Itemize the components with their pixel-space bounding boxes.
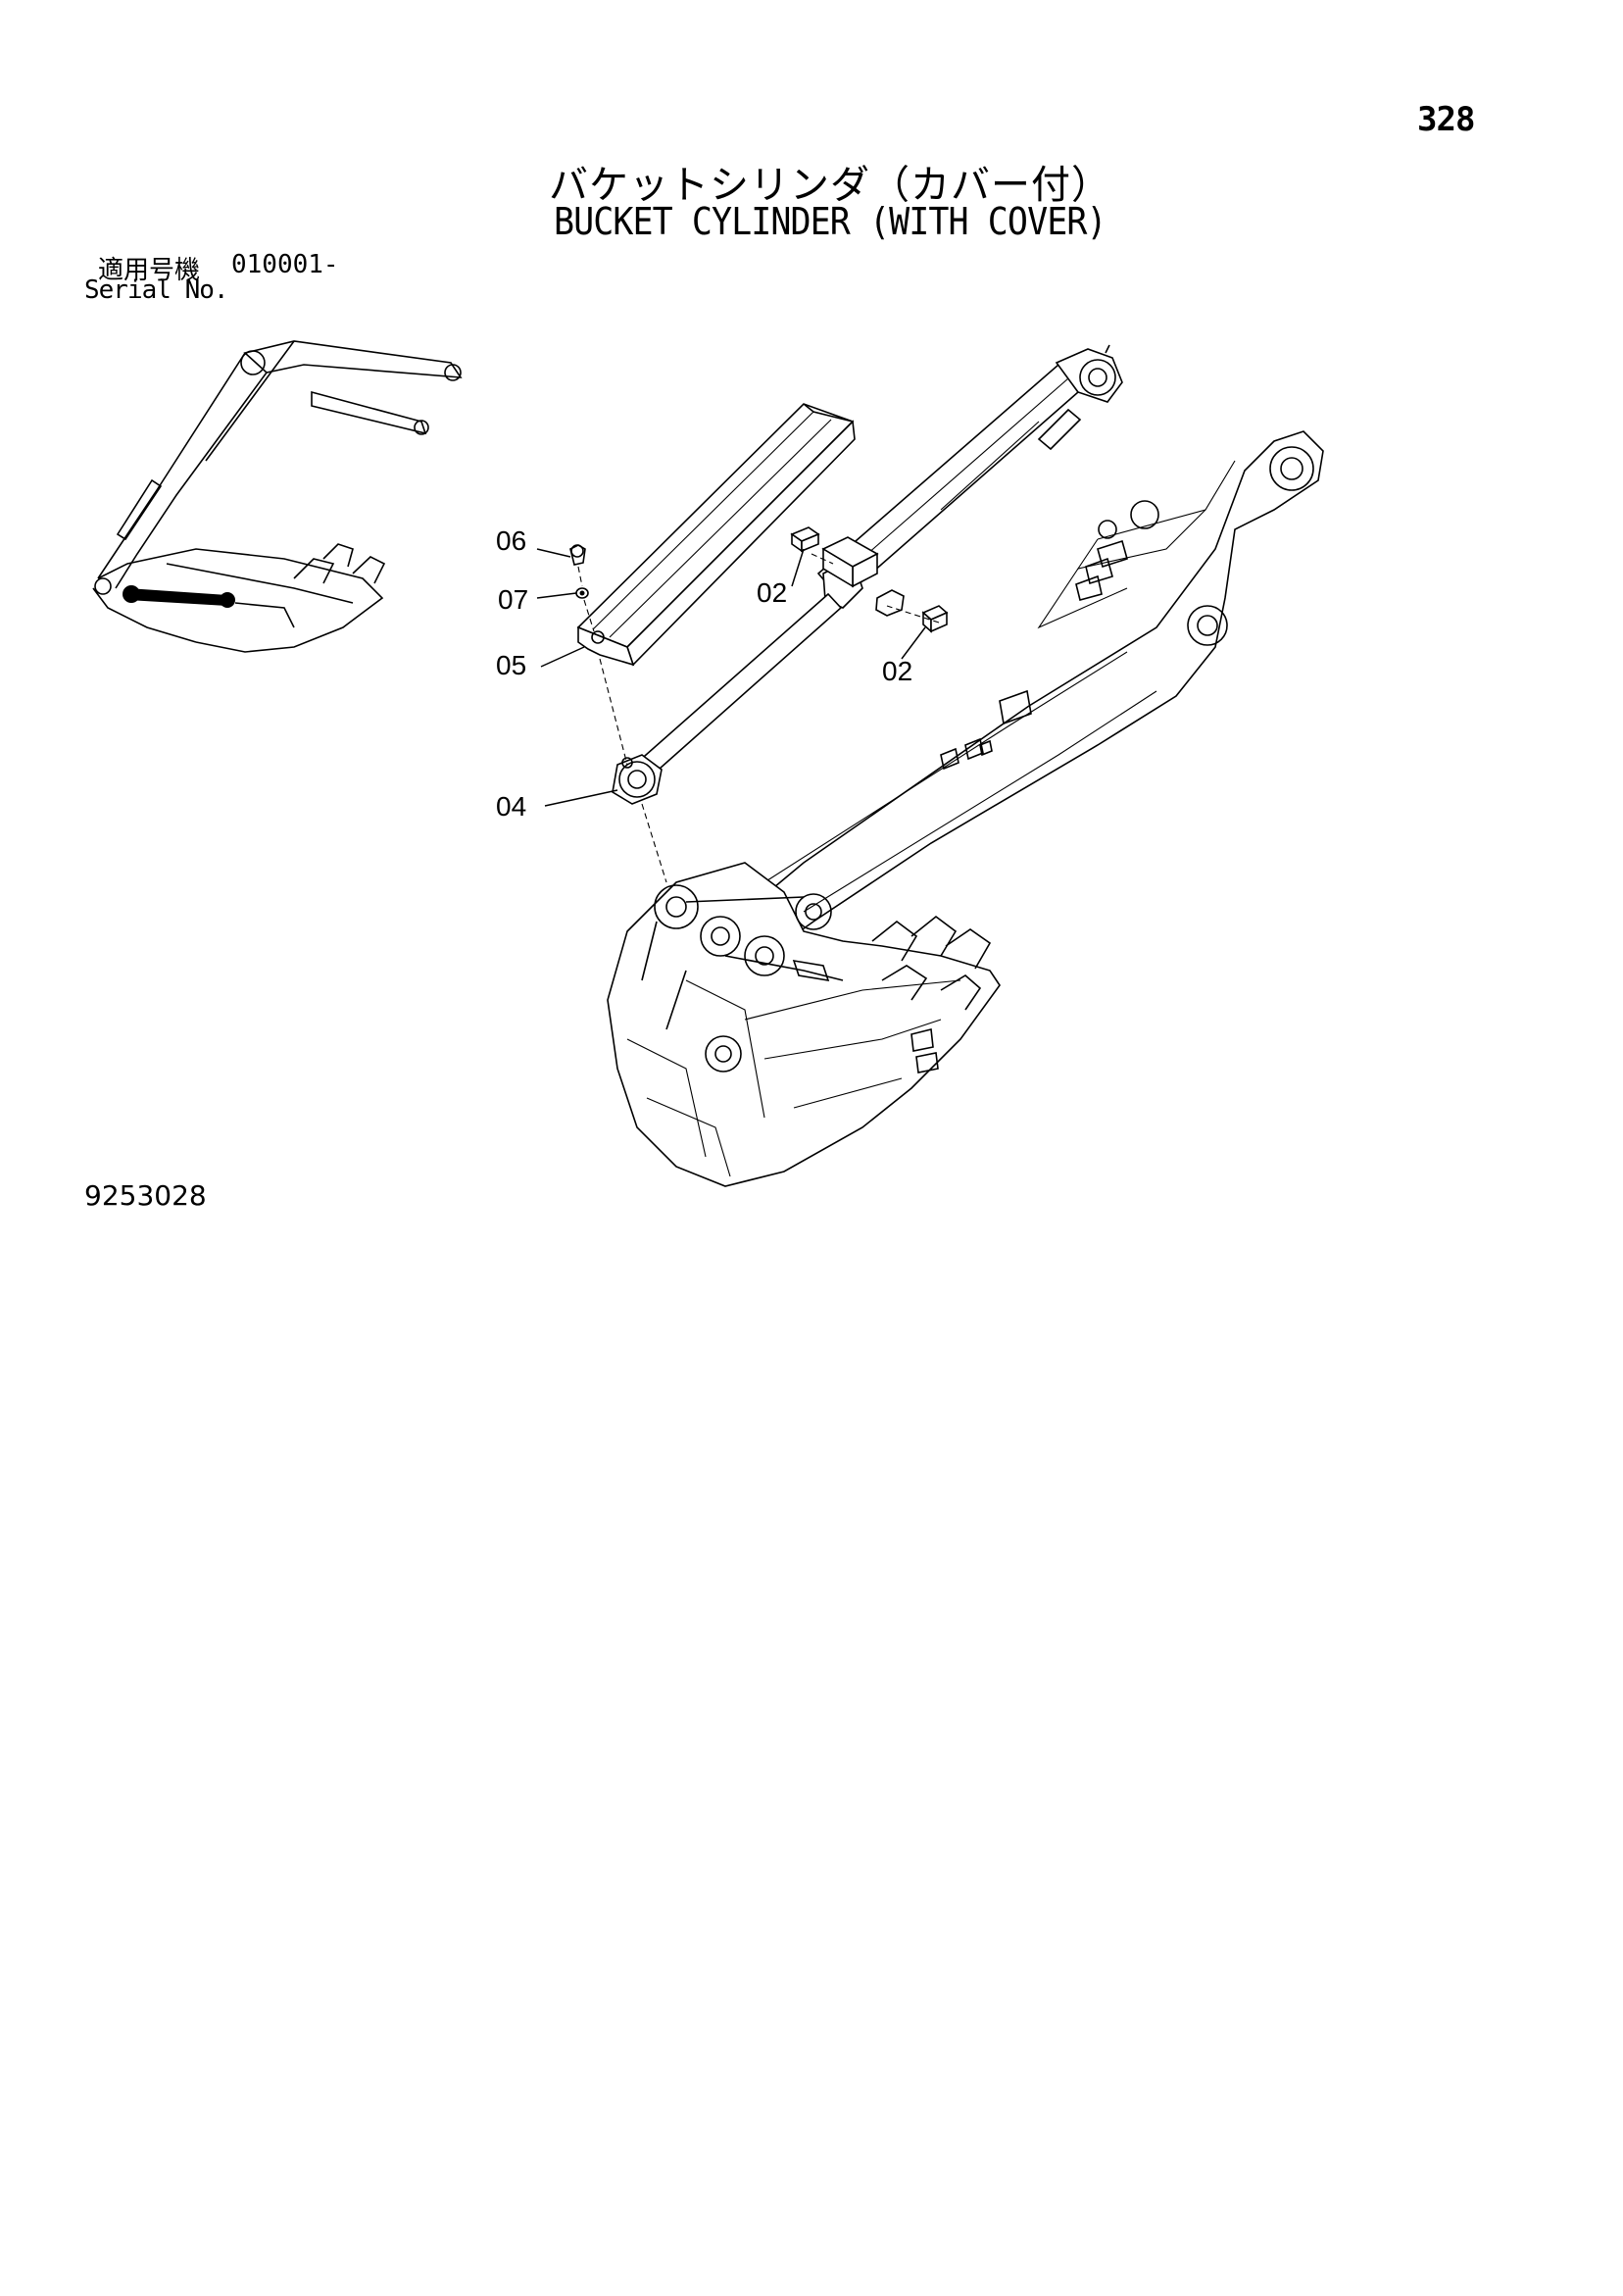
callout-02-lower: 02: [882, 656, 912, 686]
bolt-and-washer-drawing: [569, 544, 589, 599]
bucket-cylinder-drawing: [612, 344, 1123, 805]
serial-number: 010001-: [231, 250, 339, 279]
drawing-number: 9253028: [84, 1179, 207, 1212]
cylinder-cover-drawing: [576, 403, 856, 667]
leader-lines: [536, 548, 926, 807]
callout-04: 04: [496, 791, 526, 822]
page-number: 328: [1417, 100, 1475, 139]
serial-label-english: Serial No.: [84, 275, 229, 305]
arm-assembly-drawing: [607, 430, 1324, 1187]
assembly-lines: [577, 553, 940, 883]
callout-02-upper: 02: [757, 577, 787, 608]
title-english: BUCKET CYLINDER (WITH COVER): [554, 200, 1107, 243]
callout-07: 07: [498, 584, 528, 615]
title-japanese: バケットシリンダ（カバー付）: [549, 163, 1111, 208]
serial-label-japanese: 適用号機: [98, 256, 201, 285]
callout-06: 06: [496, 525, 526, 556]
callout-05: 05: [496, 650, 526, 680]
overview-excavator-arm-drawing: [92, 340, 463, 653]
